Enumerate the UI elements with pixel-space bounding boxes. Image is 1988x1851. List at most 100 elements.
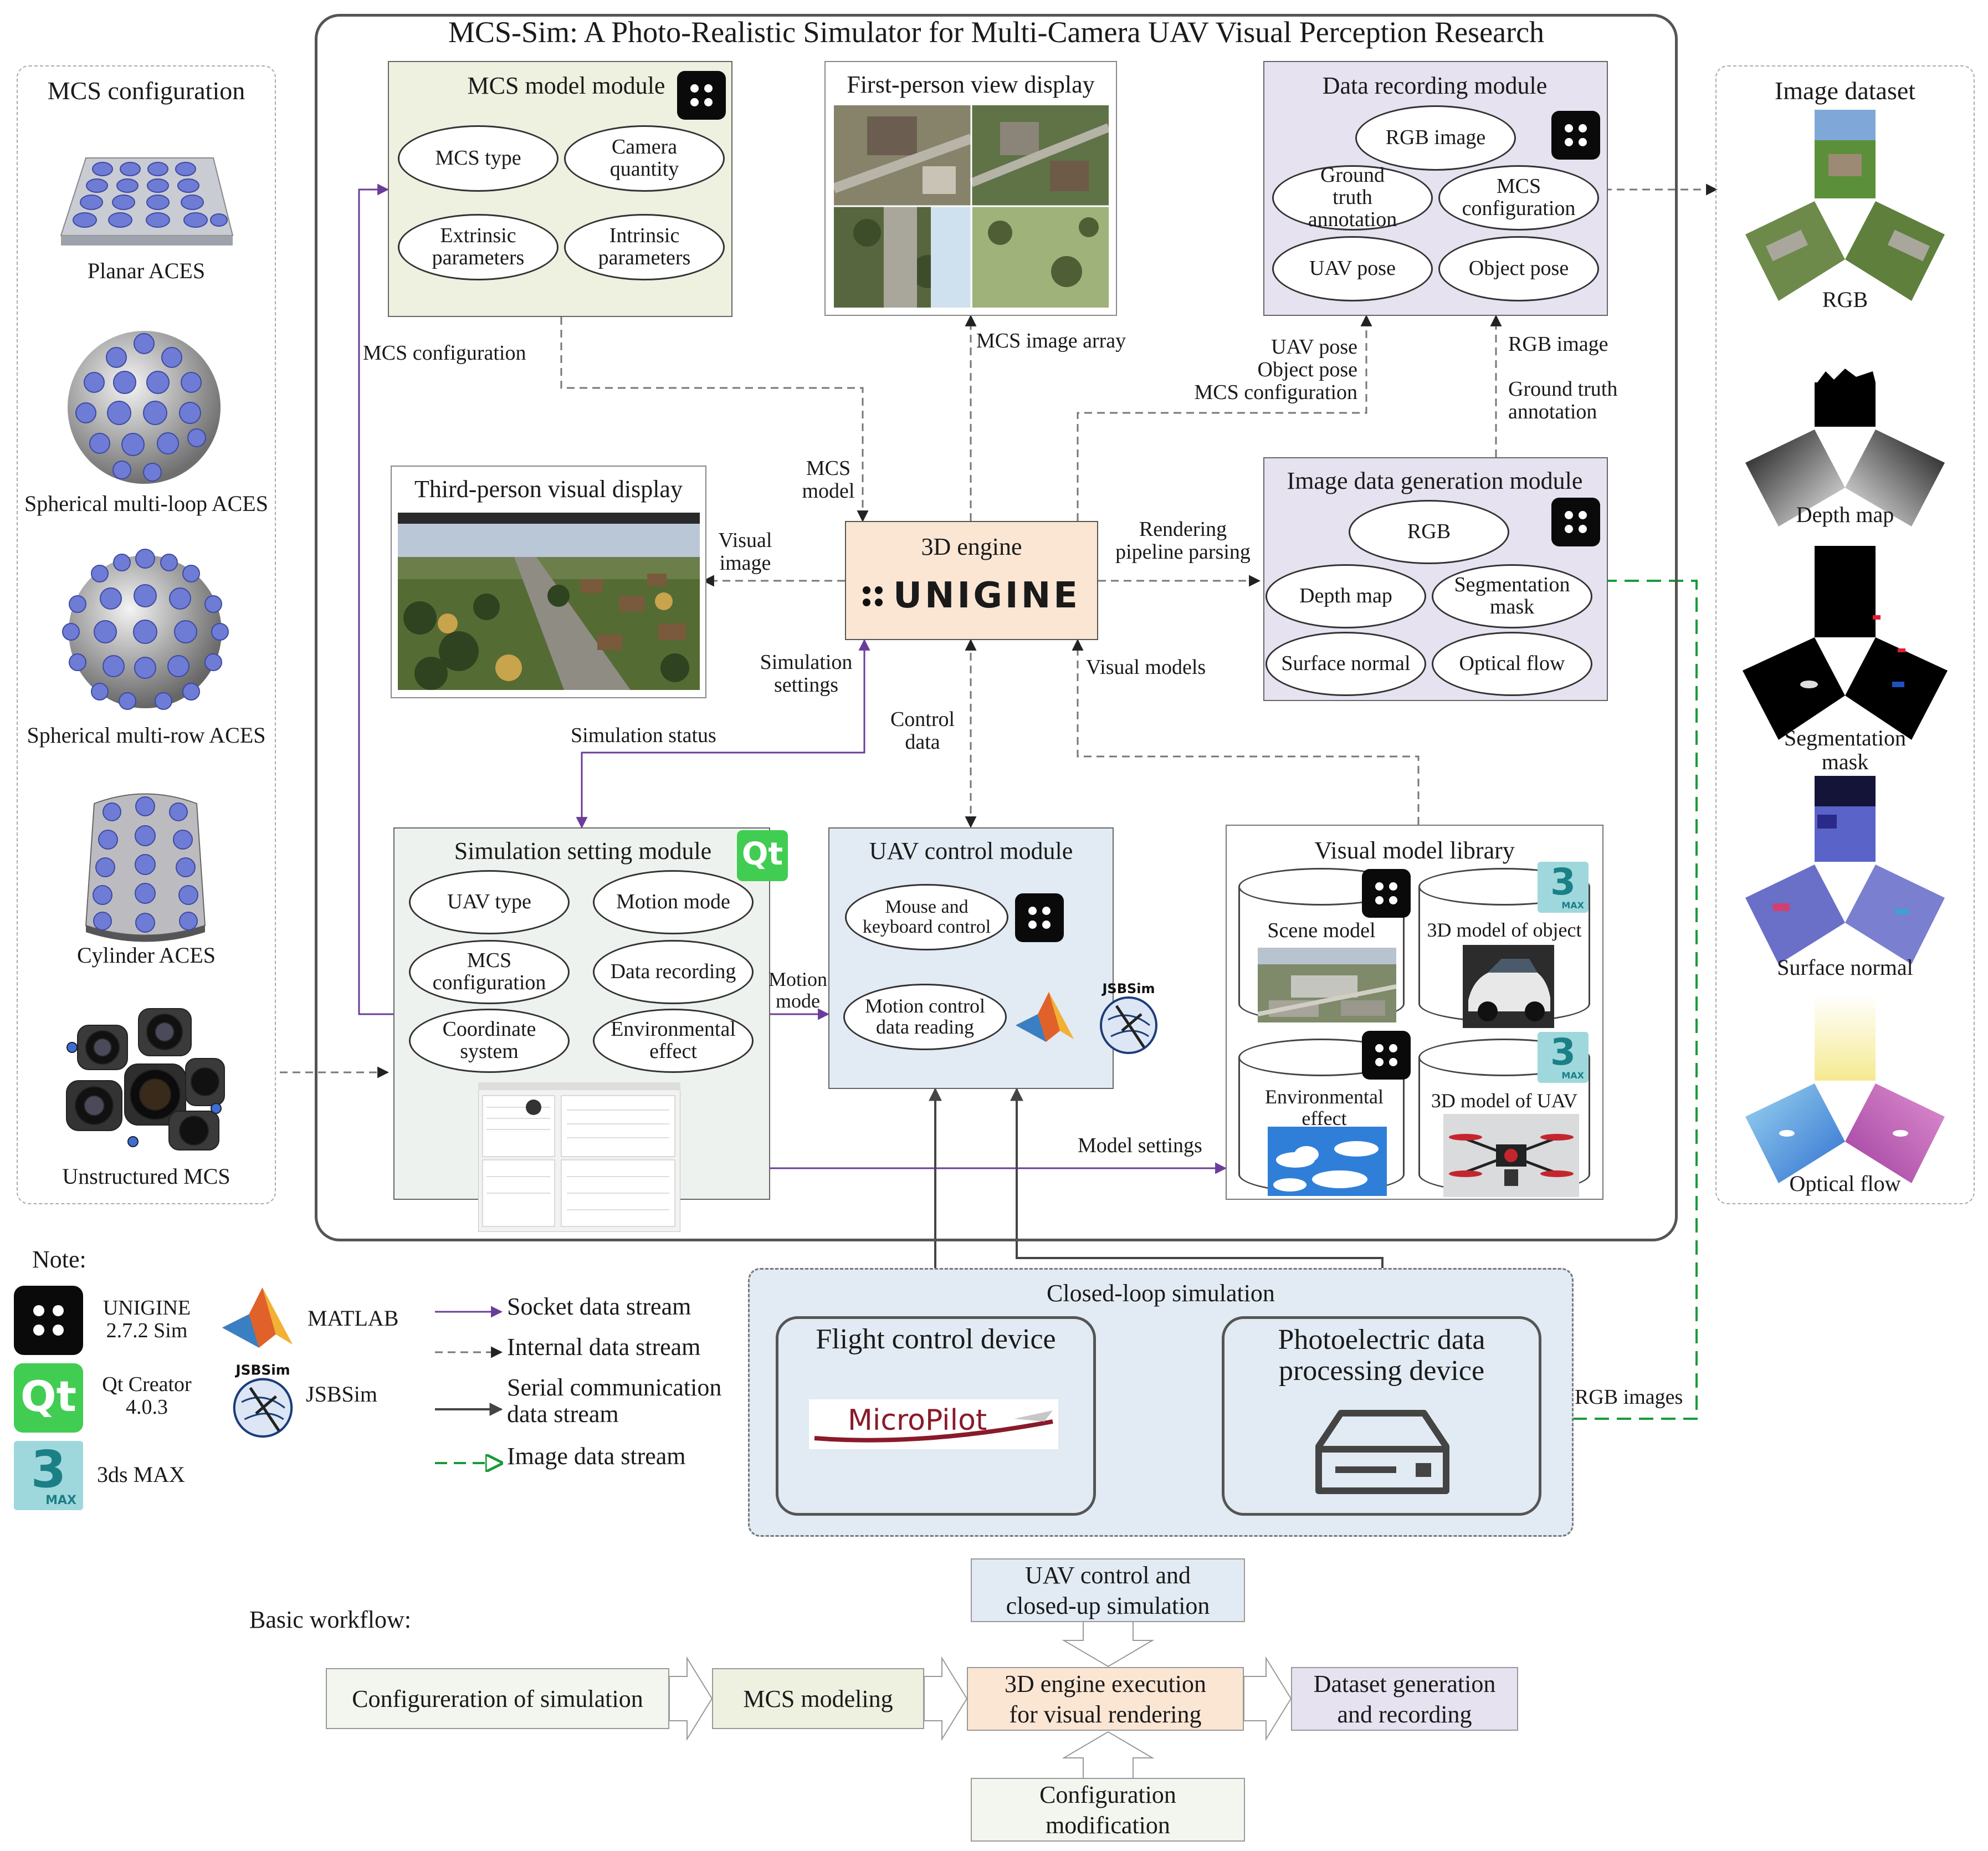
server-icon: [1315, 1410, 1449, 1494]
label-motion-mode: Motion mode: [768, 968, 827, 1012]
motion-control-data-oval: Motion control data reading: [843, 984, 1007, 1050]
fcd-title: Flight control device: [816, 1323, 1056, 1355]
depth-dataset-label: Depth map: [1796, 502, 1894, 527]
wf-arrow-top: [1062, 1620, 1155, 1668]
3ds-max-icon: 3 MAX: [14, 1441, 83, 1510]
vml-title: Visual model library: [1314, 837, 1515, 864]
jsbsim-icon: JSBSim: [233, 1362, 293, 1438]
engine-title: 3D engine: [921, 533, 1022, 560]
legend-image: Image data stream: [507, 1443, 686, 1470]
uav-model-label: 3D model of UAV: [1431, 1090, 1578, 1112]
img-gen-title: Image data generation module: [1287, 467, 1583, 494]
image-dataset-panel: Image dataset: [1715, 65, 1975, 1204]
label-mcs-model: MCS model: [802, 457, 855, 503]
ped-title: Photoelectric data processing device: [1278, 1324, 1485, 1387]
jsbsim-icon: JSBSim: [1100, 981, 1157, 1054]
legend-internal: Internal data stream: [507, 1333, 701, 1361]
optical-flow-dataset-label: Optical flow: [1789, 1171, 1901, 1196]
closed-loop-title: Closed-loop simulation: [1047, 1280, 1275, 1307]
ground-truth-oval: Ground truth annotation: [1272, 164, 1433, 231]
cylinder-aces-label: Cylinder ACES: [76, 943, 216, 968]
camera-quantity-oval: Camera quantity: [564, 125, 725, 192]
micropilot-logo: MicroPilot: [809, 1399, 1058, 1449]
mcs-configuration-panel: MCS configuration: [17, 65, 276, 1204]
unigine-icon: [1551, 498, 1600, 546]
engine-to-datarec: [1077, 314, 1372, 521]
legend-serial: Serial communication data stream: [507, 1374, 722, 1428]
spherical-multi-loop-label: Spherical multi-loop ACES: [24, 491, 268, 516]
simset-to-mcsmodel: [358, 183, 393, 1015]
wf-step-mcs-modeling: MCS modeling: [712, 1668, 924, 1729]
tpv-screenshot: [398, 513, 700, 690]
qt-creator-icon: Qt: [14, 1363, 83, 1433]
rgb-image-oval: RGB image: [1355, 105, 1516, 171]
coordinate-system-oval: Coordinate system: [409, 1009, 570, 1073]
env-effect-label: Environmental effect: [1265, 1086, 1384, 1129]
rgb-oval: RGB: [1349, 500, 1509, 564]
mcs-model-to-engine: [560, 317, 869, 523]
intrinsic-params-oval: Intrinsic parameters: [564, 214, 725, 280]
fpv-image-grid: [834, 105, 1109, 308]
unstructured-mcs-label: Unstructured MCS: [62, 1164, 230, 1189]
3ds-max-icon-digit: 3: [1550, 861, 1576, 903]
tpv-title: Third-person visual display: [414, 475, 683, 503]
optical-flow-oval: Optical flow: [1432, 632, 1592, 696]
note-unigine: UNIGINE 2.7.2 Sim: [103, 1296, 191, 1343]
note-jsbsim: JSBSim: [306, 1382, 377, 1407]
data-recording-oval: Data recording: [593, 940, 754, 1004]
jsbsim-badge-label: JSBSim: [234, 1362, 290, 1378]
wf-config-modification: Configuration modification: [971, 1778, 1245, 1842]
note-title: Note:: [32, 1246, 86, 1273]
mouse-keyboard-oval: Mouse and keyboard control: [845, 884, 1008, 950]
uav-ctrl-title: UAV control module: [869, 837, 1073, 865]
3ds-max-icon-sub: MAX: [1561, 1070, 1584, 1081]
depth-map-oval: Depth map: [1265, 564, 1426, 628]
label-rgb-image: RGB image: [1508, 333, 1608, 356]
environmental-effect-oval: Environmental effect: [593, 1009, 754, 1073]
unigine-icon: [1362, 869, 1411, 918]
object-pose-oval: Object pose: [1438, 236, 1599, 301]
mcs-type-oval: MCS type: [398, 125, 559, 192]
rgb-dataset-label: RGB: [1822, 287, 1868, 312]
depth-dataset-image: [1745, 366, 1945, 526]
3ds-max-icon: 3 MAX: [1538, 1032, 1589, 1083]
dataset-panel-title: Image dataset: [1774, 76, 1916, 105]
jsbsim-label: JSBSim: [1101, 981, 1155, 996]
wf-step-dataset: Dataset generation and recording: [1291, 1667, 1518, 1731]
sim-set-title: Simulation setting module: [454, 837, 712, 865]
fpv-title: First-person view display: [847, 71, 1095, 98]
surface-normal-dataset-label: Surface normal: [1777, 955, 1913, 980]
label-pose-block: UAV pose Object pose MCS configuration: [1194, 335, 1357, 405]
unigine-icon: [1551, 111, 1600, 160]
3ds-max-icon-sub: MAX: [1561, 900, 1584, 911]
unigine-icon: [1015, 893, 1064, 942]
3ds-max-icon-sub: MAX: [45, 1493, 76, 1507]
label-model-settings: Model settings: [1078, 1134, 1202, 1157]
matlab-icon: [1016, 992, 1074, 1042]
wf-step-configuration: Configureration of simulation: [326, 1668, 669, 1729]
3ds-max-icon-digit: 3: [1550, 1031, 1576, 1073]
3ds-max-icon: 3 MAX: [1538, 862, 1589, 913]
spherical-multi-loop-image: [68, 331, 221, 484]
wf-arrow-3: [1243, 1656, 1292, 1741]
legend-socket: Socket data stream: [507, 1293, 691, 1320]
env-effect-image: [1268, 1127, 1387, 1196]
extrinsic-params-oval: Extrinsic parameters: [398, 214, 559, 280]
main-title: MCS-Sim: A Photo-Realistic Simulator for…: [448, 16, 1545, 49]
note-qt: Qt Creator 4.0.3: [102, 1373, 192, 1419]
rgb-dataset-image: [1745, 110, 1945, 301]
3ds-max-icon-digit: 3: [30, 1440, 66, 1499]
main-simulator-frame: [315, 14, 1678, 1241]
scene-model-image: [1258, 948, 1396, 1022]
label-mcs-configuration: MCS configuration: [363, 341, 526, 365]
qt-badge: Qt: [737, 830, 788, 881]
engine-simset-socket: [576, 638, 870, 829]
unigine-icon: [677, 71, 726, 120]
uav-type-oval: UAV type: [409, 870, 570, 934]
cylinder-aces-image: [85, 793, 206, 942]
uav-pose-oval: UAV pose: [1272, 236, 1433, 301]
unigine-icon: [1362, 1031, 1411, 1080]
label-ground-truth: Ground truth annotation: [1508, 377, 1618, 424]
unstructured-mcs-image: [66, 1008, 225, 1151]
segmentation-mask-oval: Segmentation mask: [1432, 564, 1592, 628]
